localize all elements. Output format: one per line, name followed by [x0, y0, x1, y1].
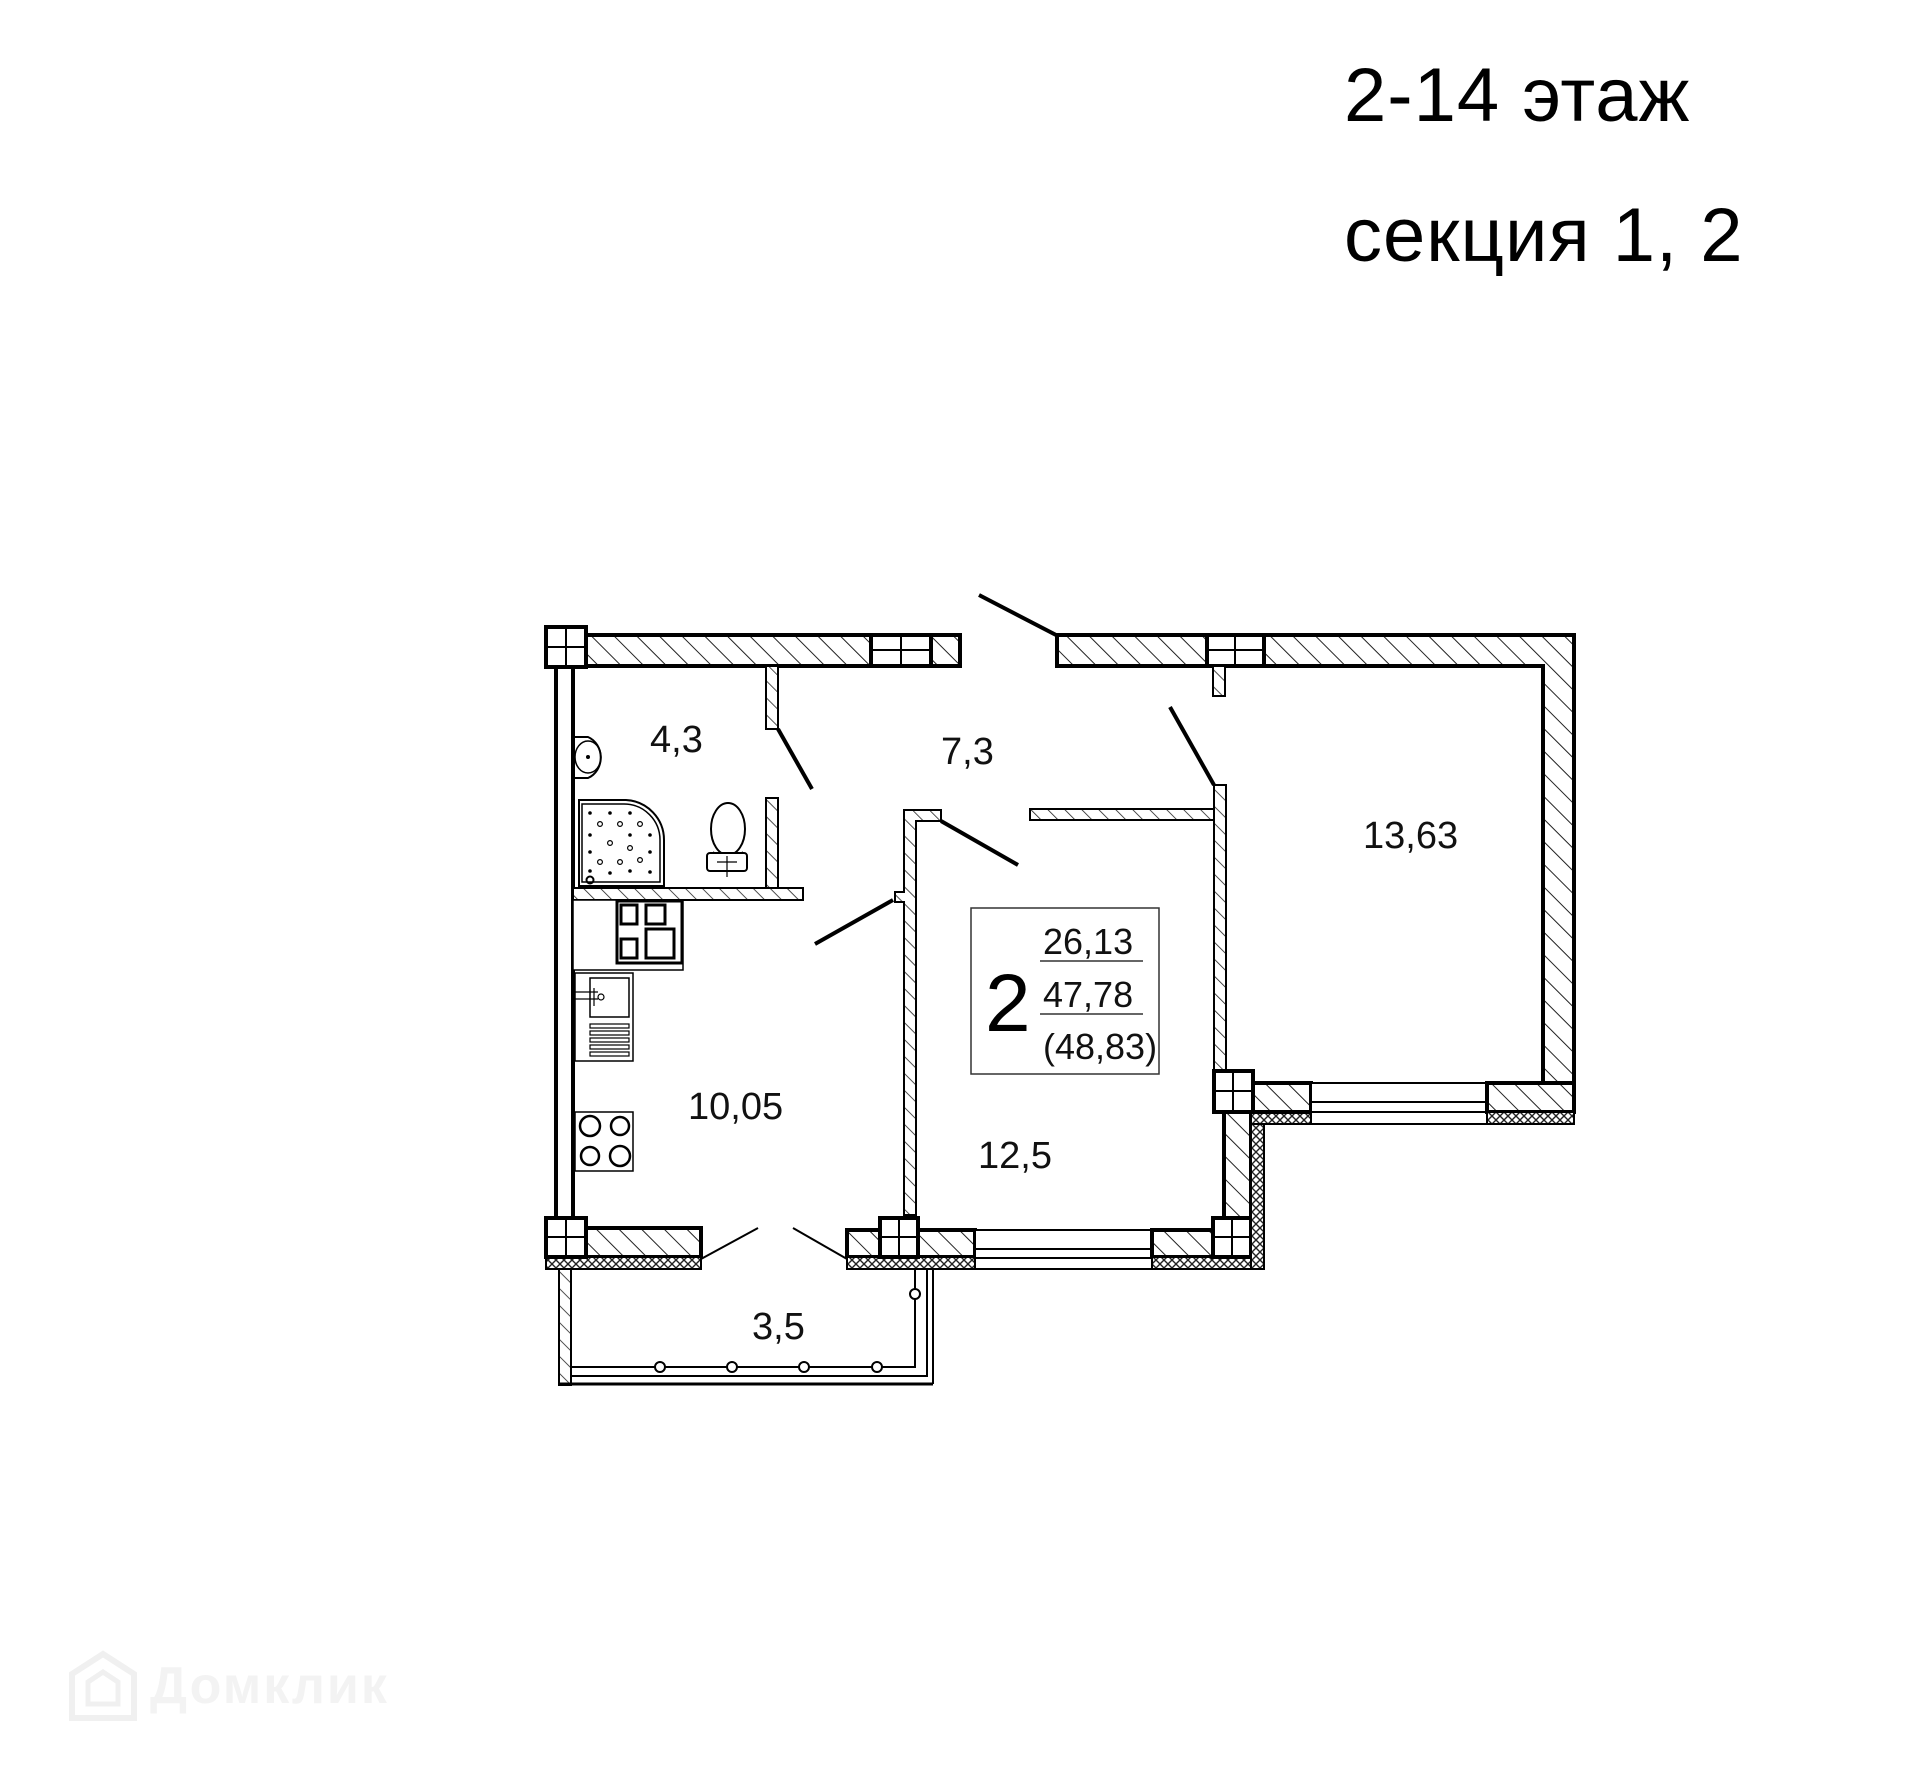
kitchen-door-swing	[814, 898, 894, 946]
room-area-bathroom: 4,3	[650, 719, 703, 761]
partition-kitchen-living	[894, 809, 1019, 1216]
kitchen	[572, 898, 894, 1172]
bathroom-door-swing	[776, 728, 814, 790]
exterior-wall-bottom-middle	[845, 1216, 1257, 1270]
balcony-door-left-swing	[700, 1227, 759, 1260]
entrance-door-swing	[978, 593, 1059, 638]
watermark-label: Домклик	[150, 1657, 389, 1715]
kitchen-sink-icon	[574, 972, 634, 1062]
living-door-swing	[940, 819, 1019, 867]
room-area-hallway: 7,3	[941, 731, 994, 773]
exterior-wall-step-right	[1212, 1069, 1576, 1270]
rooms-count: 2	[985, 958, 1031, 1049]
exterior-wall-top-left	[583, 633, 962, 668]
toilet-icon	[706, 802, 748, 877]
stove-icon	[574, 1111, 634, 1172]
living-area-value: 26,13	[1043, 921, 1133, 962]
room-area-living-room: 12,5	[978, 1135, 1052, 1177]
house-logo-icon	[69, 1650, 137, 1721]
bedroom-door-swing	[1168, 706, 1216, 786]
exterior-wall-left	[554, 665, 575, 1230]
sink-icon	[574, 736, 602, 779]
shower-tray-icon	[578, 799, 666, 887]
domclick-watermark: Домклик	[66, 1648, 389, 1724]
room-area-bedroom: 13,63	[1363, 815, 1458, 857]
room-area-kitchen: 10,05	[688, 1086, 783, 1128]
bathroom	[572, 665, 814, 901]
apartment-summary-box: 2 26,13 47,78 (48,83)	[970, 907, 1160, 1075]
section-label: секция 1, 2	[1344, 193, 1744, 278]
exterior-wall-bottom-left	[544, 1216, 848, 1270]
room-area-balcony: 3,5	[752, 1306, 805, 1348]
total-area-value: 47,78	[1043, 974, 1133, 1015]
column-top-left	[544, 625, 588, 669]
balcony	[558, 1268, 934, 1386]
balcony-door-right-swing	[792, 1227, 848, 1260]
total-with-balcony-value: (48,83)	[1043, 1026, 1157, 1067]
floors-label: 2-14 этаж	[1344, 53, 1691, 138]
